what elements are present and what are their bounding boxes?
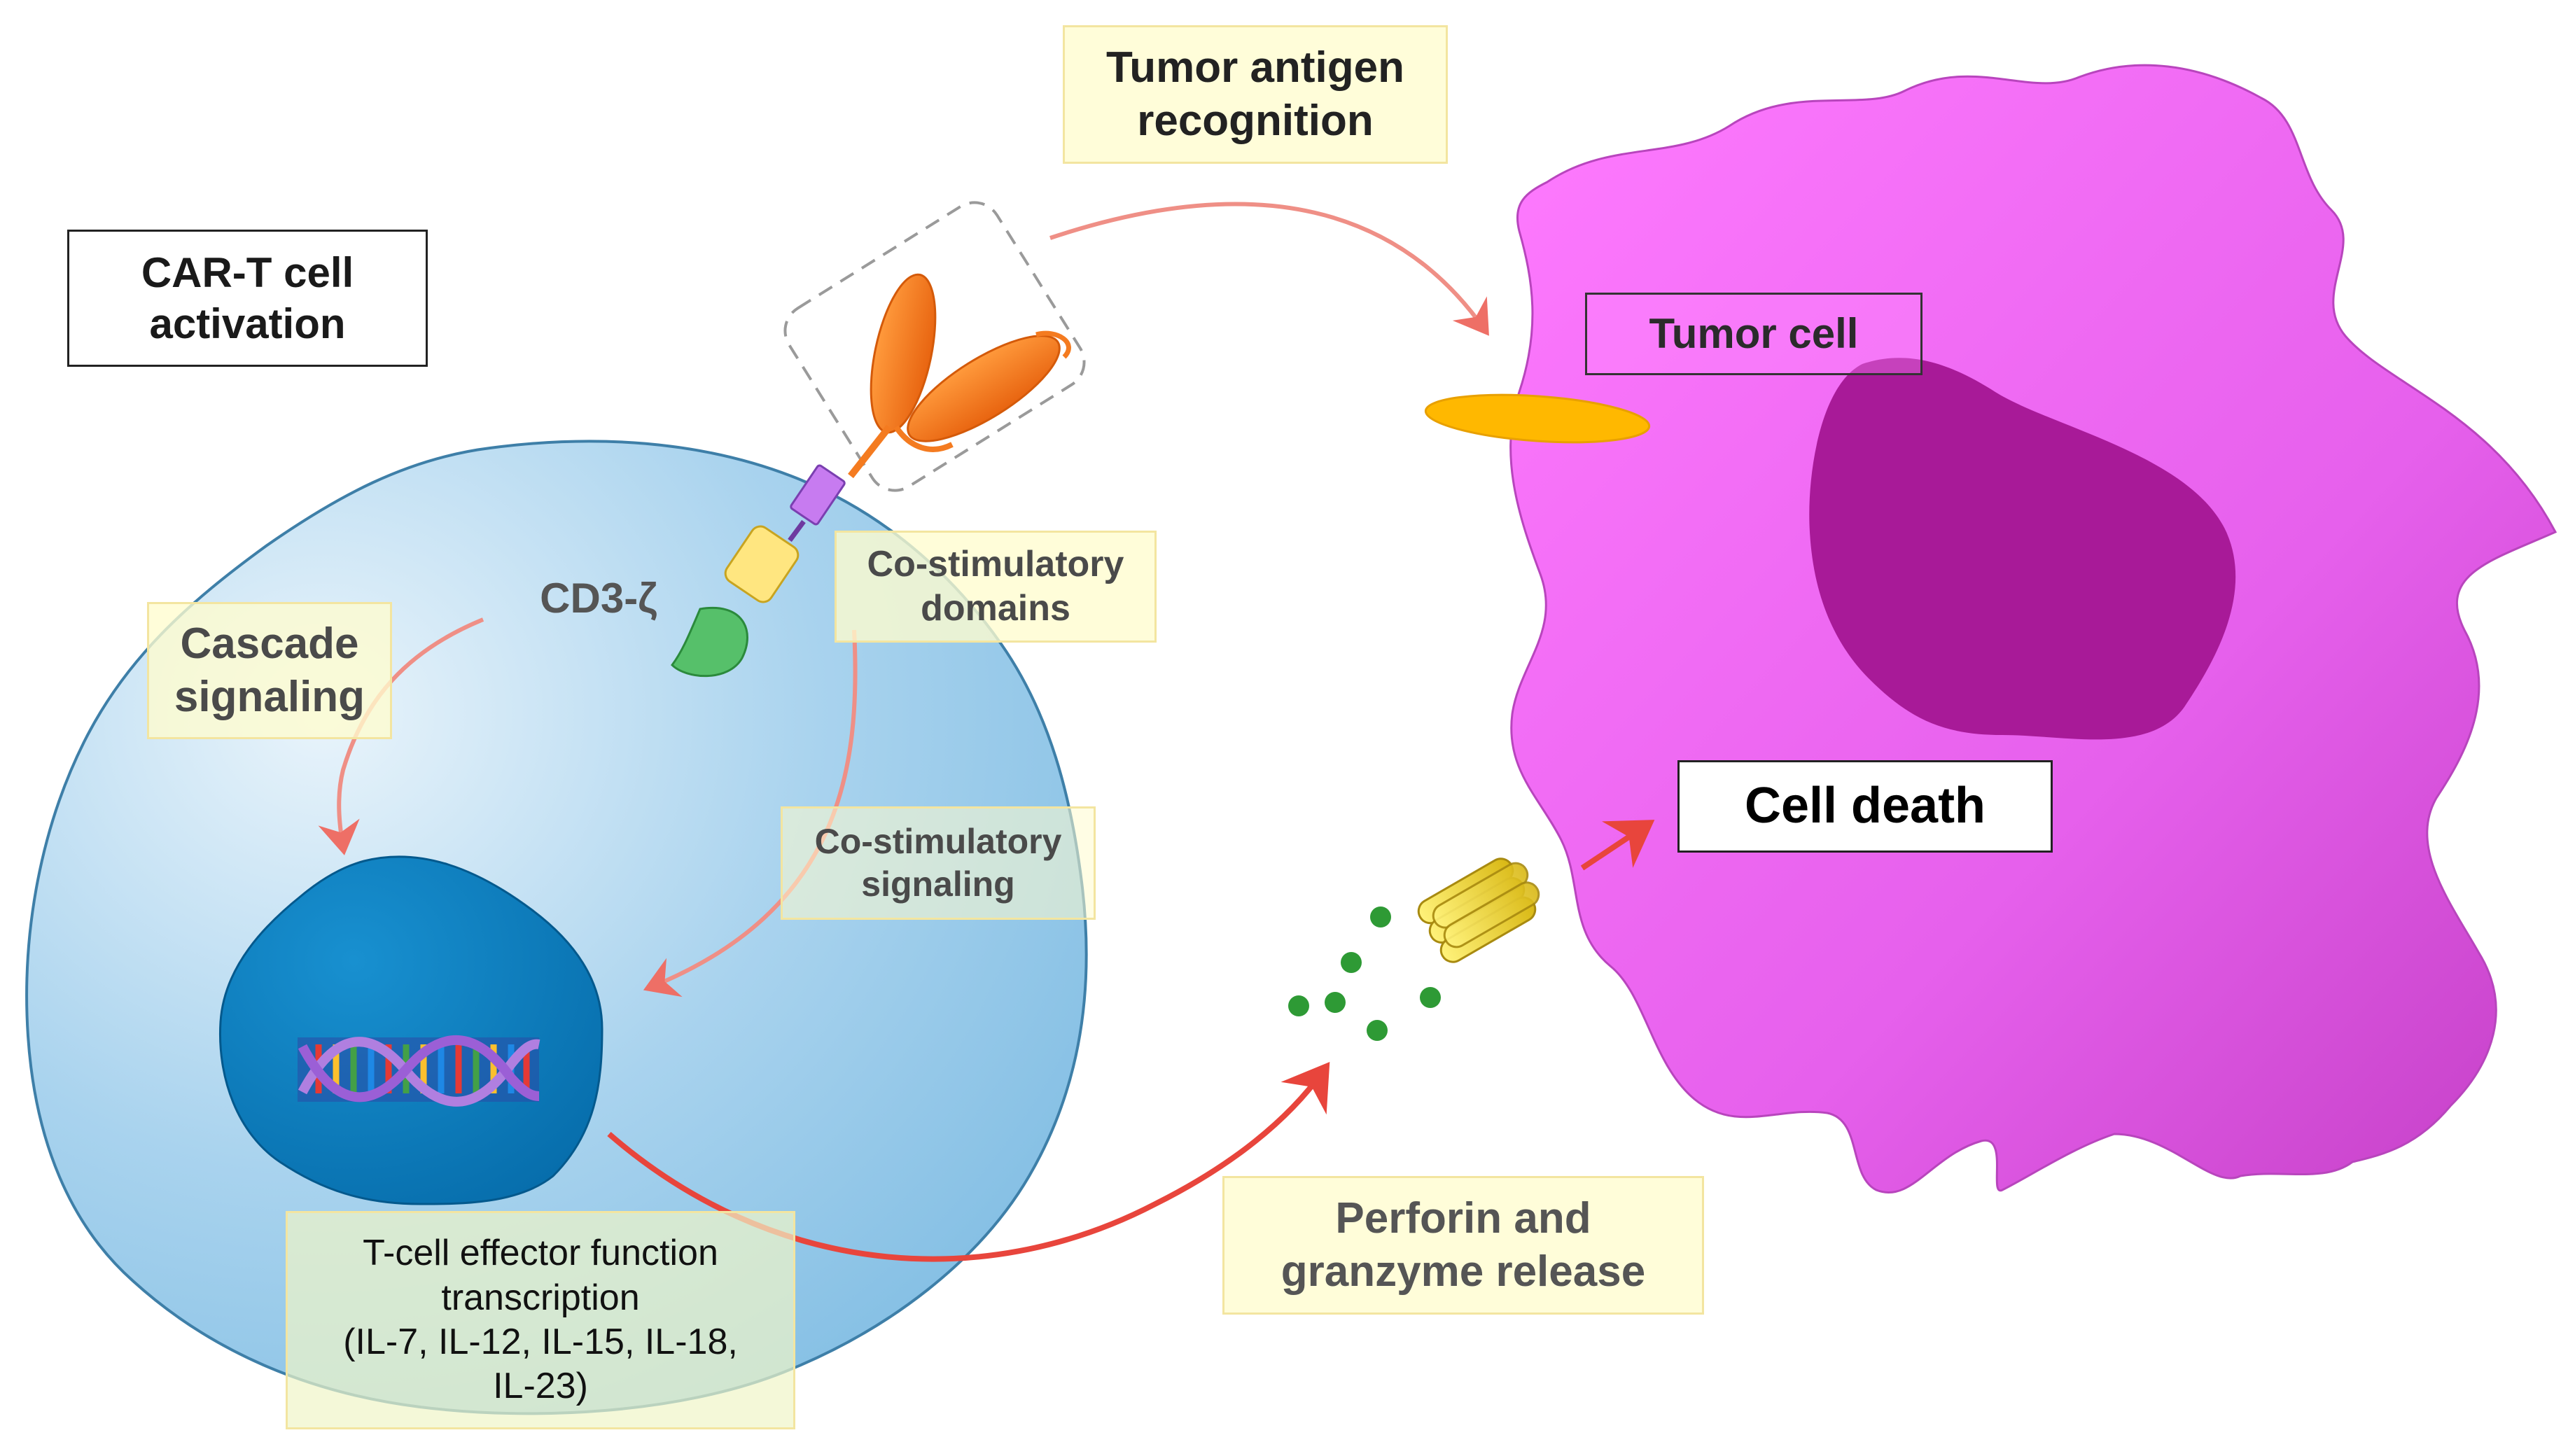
costimulatory-signaling-label: Co-stimulatory signaling: [781, 806, 1096, 920]
cascade-signaling-label: Cascade signaling: [147, 602, 392, 739]
tumor-antigen-recognition-label: Tumor antigen recognition: [1063, 25, 1448, 164]
car-receptor: [671, 273, 1071, 678]
effector-transcription-label: T-cell effector function transcription (…: [286, 1211, 795, 1429]
tumor-cell-label: Tumor cell: [1585, 293, 1922, 375]
car-receptor-highlight: [783, 201, 1086, 492]
costimulatory-domains-label: Co-stimulatory domains: [835, 531, 1157, 643]
perforin-release-label: Perforin and granzyme release: [1222, 1176, 1704, 1315]
cascade-signaling-arrow: [318, 617, 484, 855]
cd3-zeta-label: CD3-ζ: [540, 575, 657, 622]
tumor-nucleus: [1809, 358, 2236, 740]
antigen-recognition-arrow: [1049, 202, 1489, 336]
t-cell-nucleus: [218, 855, 603, 1205]
perforin-pore-icon: [1417, 858, 1540, 963]
cell-death-arrow: [1580, 820, 1655, 871]
car-t-activation-label: CAR-T cell activation: [67, 230, 428, 367]
granzyme-granules: [1288, 906, 1441, 1041]
tumor-antigen: [1424, 393, 1651, 444]
cell-death-label: Cell death: [1677, 760, 2053, 853]
dna-icon: [298, 1035, 540, 1107]
